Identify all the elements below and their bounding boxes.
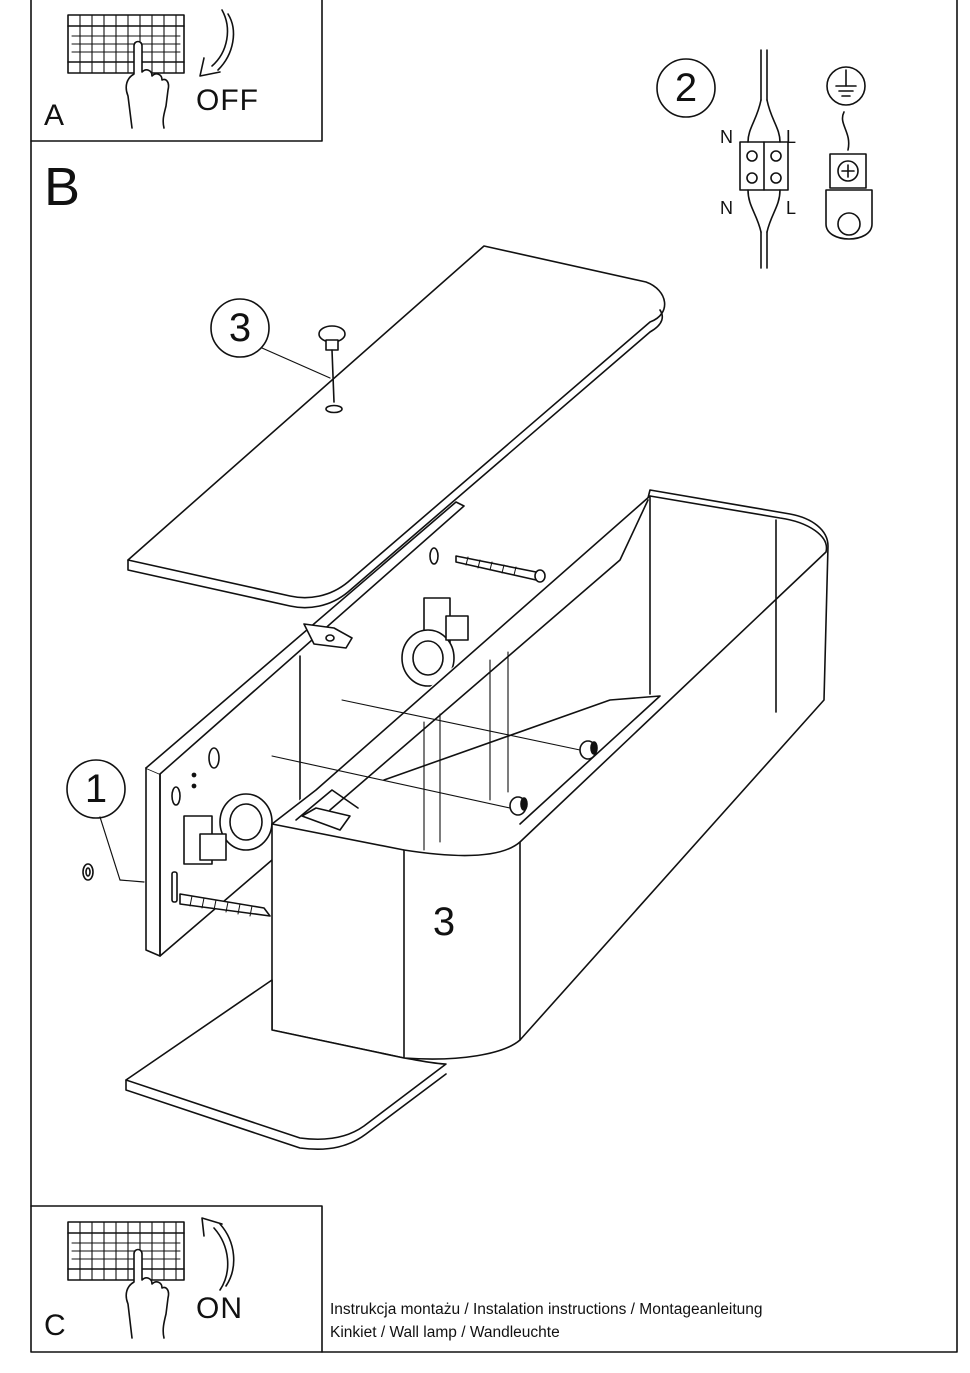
wire-live-top: L (786, 127, 797, 147)
top-cover-plate (127, 245, 666, 609)
lamp-socket (401, 597, 469, 687)
hand-icon (125, 1248, 170, 1339)
mounting-bracket (145, 501, 465, 957)
callout-1: 1 (84, 767, 108, 811)
dashed-guides (271, 651, 581, 851)
panel-a-letter: A (44, 99, 65, 132)
bottom-cover-plate (125, 979, 447, 1151)
panel-a-state: OFF (196, 84, 259, 117)
caption-line-2: Kinkiet / Wall lamp / Wandleuchte (330, 1324, 560, 1341)
wire-neutral-top: N (720, 127, 733, 147)
lamp-socket (183, 793, 273, 865)
arrow-up-icon (201, 1217, 235, 1291)
panel-b-letter: B (44, 157, 81, 217)
callout-3-top: 3 (228, 306, 252, 350)
mounting-tab (303, 623, 353, 649)
wire-live-bottom: L (786, 198, 797, 218)
breaker-panel-a (67, 14, 185, 74)
callout-2: 2 (674, 66, 698, 110)
hand-icon (125, 40, 170, 129)
washer-icon (82, 863, 94, 881)
callout-3-bottom: 3 (432, 900, 456, 944)
frame-lines (30, 0, 958, 1353)
terminal-block (739, 49, 789, 269)
panel-c-letter: C (44, 1309, 66, 1342)
ground-terminal (825, 66, 873, 240)
arrow-down-icon (199, 9, 235, 77)
wire-neutral-bottom: N (720, 198, 733, 218)
screw-icon (179, 893, 271, 917)
panel-c-state: ON (196, 1292, 243, 1325)
screw-icon (455, 555, 546, 583)
caption-line-1: Instrukcja montażu / Instalation instruc… (330, 1301, 763, 1318)
breaker-panel-c (67, 1221, 185, 1281)
knob-icon (509, 740, 598, 816)
lamp-shell (271, 489, 829, 1060)
screw-cap-icon (318, 325, 346, 403)
